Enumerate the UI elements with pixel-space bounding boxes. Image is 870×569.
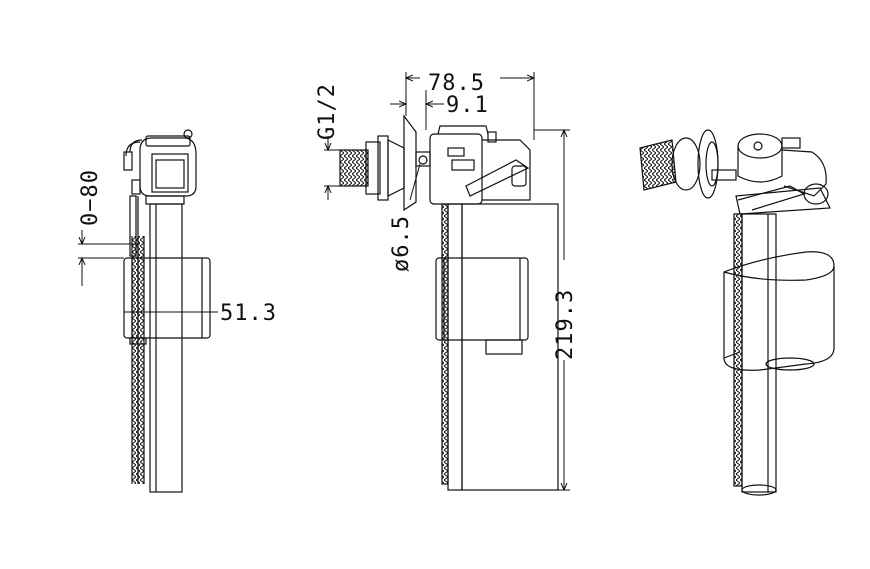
inlet-diameter-label: ø6.5 [389,215,414,272]
total-depth-label: 78.5 [428,71,485,96]
side-view [339,114,559,491]
front-view [123,129,211,493]
height-dimension [534,130,570,490]
thread-label: G1/2 [315,83,340,140]
thread-dimension [324,136,340,200]
depth-dimension [390,72,534,140]
height-adjust-label: 0−80 [78,169,103,226]
isometric-view [639,129,835,496]
offset-label: 9.1 [446,93,489,118]
diameter-dimension [409,163,421,201]
height-adjust-dimension [78,230,140,286]
float-width-label: 51.3 [220,301,277,326]
total-height-label: 219.3 [553,289,578,360]
